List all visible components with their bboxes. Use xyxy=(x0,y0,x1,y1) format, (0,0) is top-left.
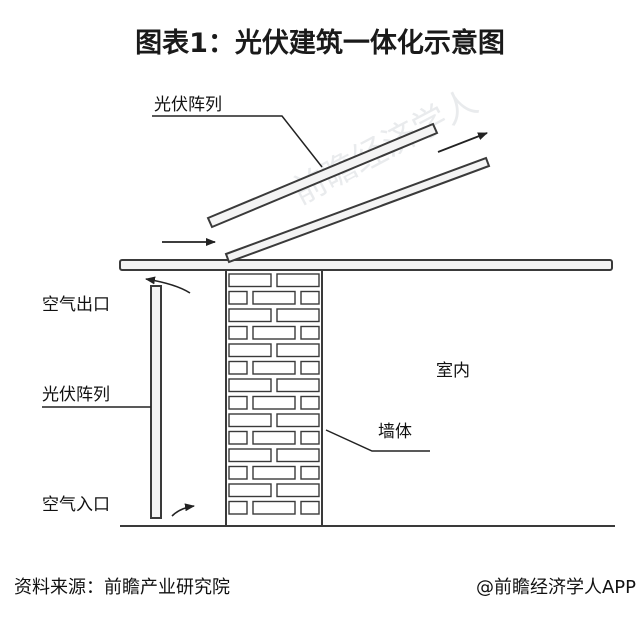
exhaust-arrow xyxy=(437,132,488,153)
label-wall: 墙体 xyxy=(378,422,412,442)
diagram-title: 图表1：光伏建筑一体化示意图 xyxy=(135,27,505,59)
brick xyxy=(228,465,248,480)
brick xyxy=(228,413,272,428)
label-air-outlet: 空气出口 xyxy=(42,295,110,315)
brick xyxy=(228,448,272,463)
brick xyxy=(252,430,296,445)
brick xyxy=(300,360,320,375)
source-note: 资料来源：前瞻产业研究院 xyxy=(14,577,230,598)
brick xyxy=(228,378,272,393)
label-indoor: 室内 xyxy=(436,361,470,381)
brick xyxy=(252,290,296,305)
brick xyxy=(300,465,320,480)
label-pv-array-side: 光伏阵列 xyxy=(42,385,110,405)
air-inlet-arrow xyxy=(171,503,195,517)
brick xyxy=(300,290,320,305)
brick xyxy=(276,273,320,288)
brick xyxy=(276,378,320,393)
brick xyxy=(228,290,248,305)
brick xyxy=(276,448,320,463)
brick xyxy=(252,465,296,480)
brick xyxy=(276,308,320,323)
roof-pv-leader-line xyxy=(152,115,323,168)
brick xyxy=(252,325,296,340)
brick xyxy=(300,430,320,445)
brick xyxy=(276,483,320,498)
brick xyxy=(228,360,248,375)
brick xyxy=(228,430,248,445)
credit-note: @前瞻经济学人APP xyxy=(476,577,636,598)
brick xyxy=(228,343,272,358)
brick xyxy=(252,500,296,515)
brick xyxy=(276,343,320,358)
brick xyxy=(252,360,296,375)
brick xyxy=(300,325,320,340)
brick xyxy=(252,395,296,410)
facade-pv-panel xyxy=(150,285,162,519)
roof-pv-backplate xyxy=(224,156,491,264)
air-outlet-arrow xyxy=(145,276,191,294)
label-pv-array-top: 光伏阵列 xyxy=(154,95,222,115)
brick xyxy=(228,483,272,498)
brick xyxy=(228,308,272,323)
brick xyxy=(228,395,248,410)
brick xyxy=(300,395,320,410)
label-air-inlet: 空气入口 xyxy=(42,495,110,515)
brick xyxy=(276,413,320,428)
brick xyxy=(228,273,272,288)
brick-wall xyxy=(225,269,323,527)
wall-leader-line xyxy=(325,429,430,452)
roof-slab xyxy=(119,259,613,271)
brick xyxy=(228,325,248,340)
roof-pv-panel xyxy=(206,122,439,229)
brick xyxy=(300,500,320,515)
brick xyxy=(228,500,248,515)
